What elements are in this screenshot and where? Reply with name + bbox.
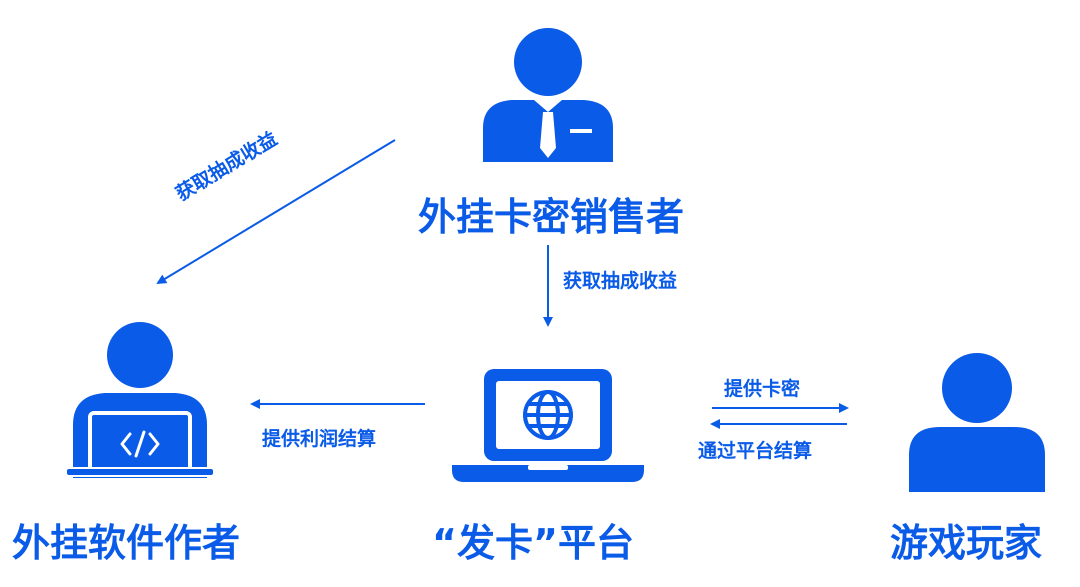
- edge-label-platform-to-player: 提供卡密: [724, 378, 801, 400]
- platform-label: “发卡”平台: [432, 521, 634, 565]
- player-label: 游戏玩家: [890, 521, 1043, 565]
- author-label: 外挂软件作者: [12, 521, 241, 565]
- developer-laptop-icon: [65, 322, 215, 478]
- seller-label: 外挂卡密销售者: [418, 195, 685, 239]
- person-icon: [909, 353, 1045, 492]
- edge-label-seller-to-platform: 获取抽成收益: [563, 270, 678, 292]
- arrow-seller-to-author: [156, 139, 396, 285]
- edge-label-player-to-platform: 通过平台结算: [698, 440, 813, 462]
- laptop-globe-icon: [452, 369, 644, 482]
- businessman-icon: [483, 28, 613, 162]
- edge-label-platform-to-author: 提供利润结算: [262, 428, 377, 450]
